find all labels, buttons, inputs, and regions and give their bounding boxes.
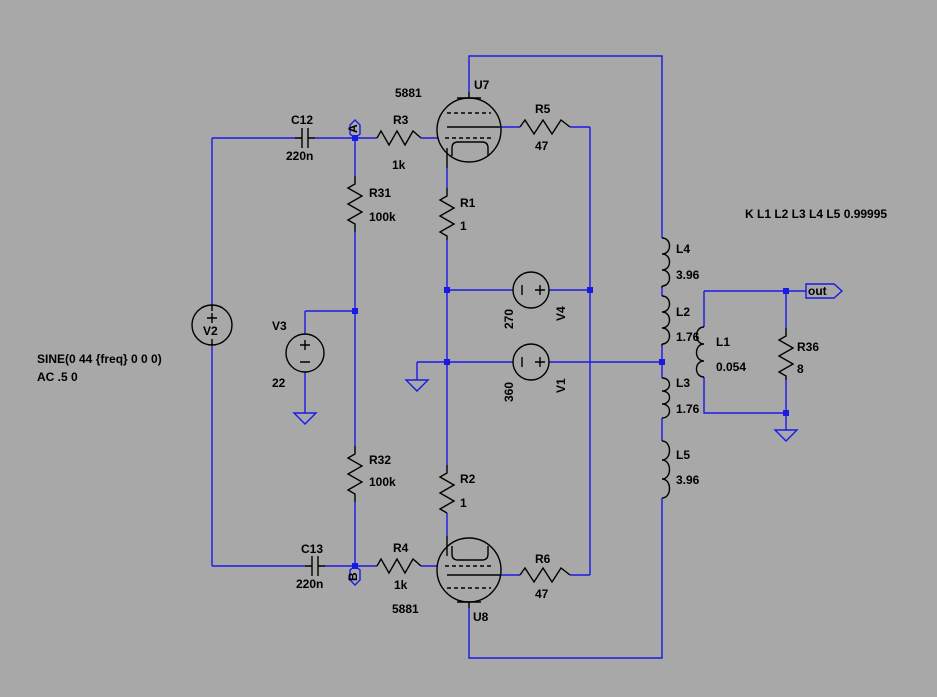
voltage-source-v1[interactable] bbox=[512, 343, 550, 381]
voltage-source-v4[interactable] bbox=[512, 271, 550, 309]
r4-value: 1k bbox=[394, 578, 408, 592]
r6-name: R6 bbox=[535, 552, 551, 566]
r1-name: R1 bbox=[460, 196, 476, 210]
resistor-r36[interactable] bbox=[777, 328, 795, 380]
resistor-r2[interactable] bbox=[438, 465, 456, 514]
net-label-b: B bbox=[346, 572, 360, 581]
l2-value: 1.76 bbox=[676, 330, 700, 344]
resistor-r3[interactable] bbox=[376, 129, 422, 147]
inductor-l3[interactable] bbox=[661, 377, 671, 419]
c13-name: C13 bbox=[301, 542, 323, 556]
tube-u8[interactable] bbox=[436, 536, 502, 608]
net-flag-out: out bbox=[805, 283, 844, 299]
inductor-l5[interactable] bbox=[661, 440, 671, 499]
r36-value: 8 bbox=[797, 362, 804, 376]
r31-value: 100k bbox=[369, 210, 396, 224]
voltage-source-v3[interactable] bbox=[285, 333, 325, 373]
net-label-a: A bbox=[346, 124, 360, 133]
u8-name: U8 bbox=[473, 610, 489, 624]
wires bbox=[211, 55, 806, 659]
net-flag-a: A bbox=[346, 119, 361, 139]
c13-value: 220n bbox=[296, 577, 323, 591]
inductor-l2[interactable] bbox=[661, 295, 671, 346]
r6-value: 47 bbox=[535, 587, 549, 601]
r32-name: R32 bbox=[369, 453, 391, 467]
resistor-r5[interactable] bbox=[519, 118, 571, 136]
inductor-l1[interactable] bbox=[695, 326, 705, 378]
r3-name: R3 bbox=[393, 113, 409, 127]
junctions bbox=[352, 135, 789, 569]
resistor-r4[interactable] bbox=[376, 557, 422, 575]
tube-u7[interactable] bbox=[436, 92, 502, 168]
v2-value-line2: AC .5 0 bbox=[37, 370, 78, 384]
v3-value: 22 bbox=[272, 376, 286, 390]
l4-value: 3.96 bbox=[676, 268, 700, 282]
inductor-l4[interactable] bbox=[661, 237, 671, 288]
r2-name: R2 bbox=[460, 472, 476, 486]
l3-name: L3 bbox=[676, 376, 690, 390]
net-flag-b: B bbox=[346, 565, 361, 586]
u7-name: U7 bbox=[474, 78, 490, 92]
resistor-r32[interactable] bbox=[346, 446, 364, 502]
l4-name: L4 bbox=[676, 242, 690, 256]
l3-value: 1.76 bbox=[676, 402, 700, 416]
v4-name: V4 bbox=[554, 306, 568, 321]
l1-value: 0.054 bbox=[716, 360, 746, 374]
c12-name: C12 bbox=[291, 113, 313, 127]
r32-value: 100k bbox=[369, 475, 396, 489]
voltage-source-v2[interactable] bbox=[191, 304, 233, 346]
u7-value: 5881 bbox=[395, 86, 422, 100]
c12-value: 220n bbox=[286, 149, 313, 163]
r3-value: 1k bbox=[392, 158, 406, 172]
ground-symbol-output bbox=[773, 429, 799, 442]
v2-name: V2 bbox=[203, 324, 218, 338]
ground-symbol-cathode bbox=[404, 379, 430, 392]
resistor-r6[interactable] bbox=[519, 566, 571, 584]
r5-name: R5 bbox=[535, 102, 551, 116]
r2-value: 1 bbox=[460, 496, 467, 510]
v3-name: V3 bbox=[272, 319, 287, 333]
net-label-out: out bbox=[808, 284, 827, 298]
v4-value: 270 bbox=[502, 309, 516, 329]
u8-value: 5881 bbox=[392, 602, 419, 616]
v2-value-line1: SINE(0 44 {freq} 0 0 0) bbox=[37, 352, 162, 366]
r5-value: 47 bbox=[535, 139, 549, 153]
ground-symbol-v3 bbox=[292, 412, 318, 425]
l5-name: L5 bbox=[676, 448, 690, 462]
r1-value: 1 bbox=[460, 219, 467, 233]
resistor-r1[interactable] bbox=[438, 188, 456, 240]
v1-name: V1 bbox=[554, 378, 568, 393]
capacitor-c12[interactable] bbox=[295, 128, 315, 148]
spice-directive[interactable]: K L1 L2 L3 L4 L5 0.99995 bbox=[745, 207, 887, 221]
l1-name: L1 bbox=[716, 335, 730, 349]
r31-name: R31 bbox=[369, 186, 391, 200]
l5-value: 3.96 bbox=[676, 473, 700, 487]
v1-value: 360 bbox=[502, 382, 516, 402]
r4-name: R4 bbox=[393, 541, 409, 555]
capacitor-c13[interactable] bbox=[305, 556, 325, 576]
resistor-r31[interactable] bbox=[346, 176, 364, 232]
r36-name: R36 bbox=[797, 340, 819, 354]
l2-name: L2 bbox=[676, 305, 690, 319]
